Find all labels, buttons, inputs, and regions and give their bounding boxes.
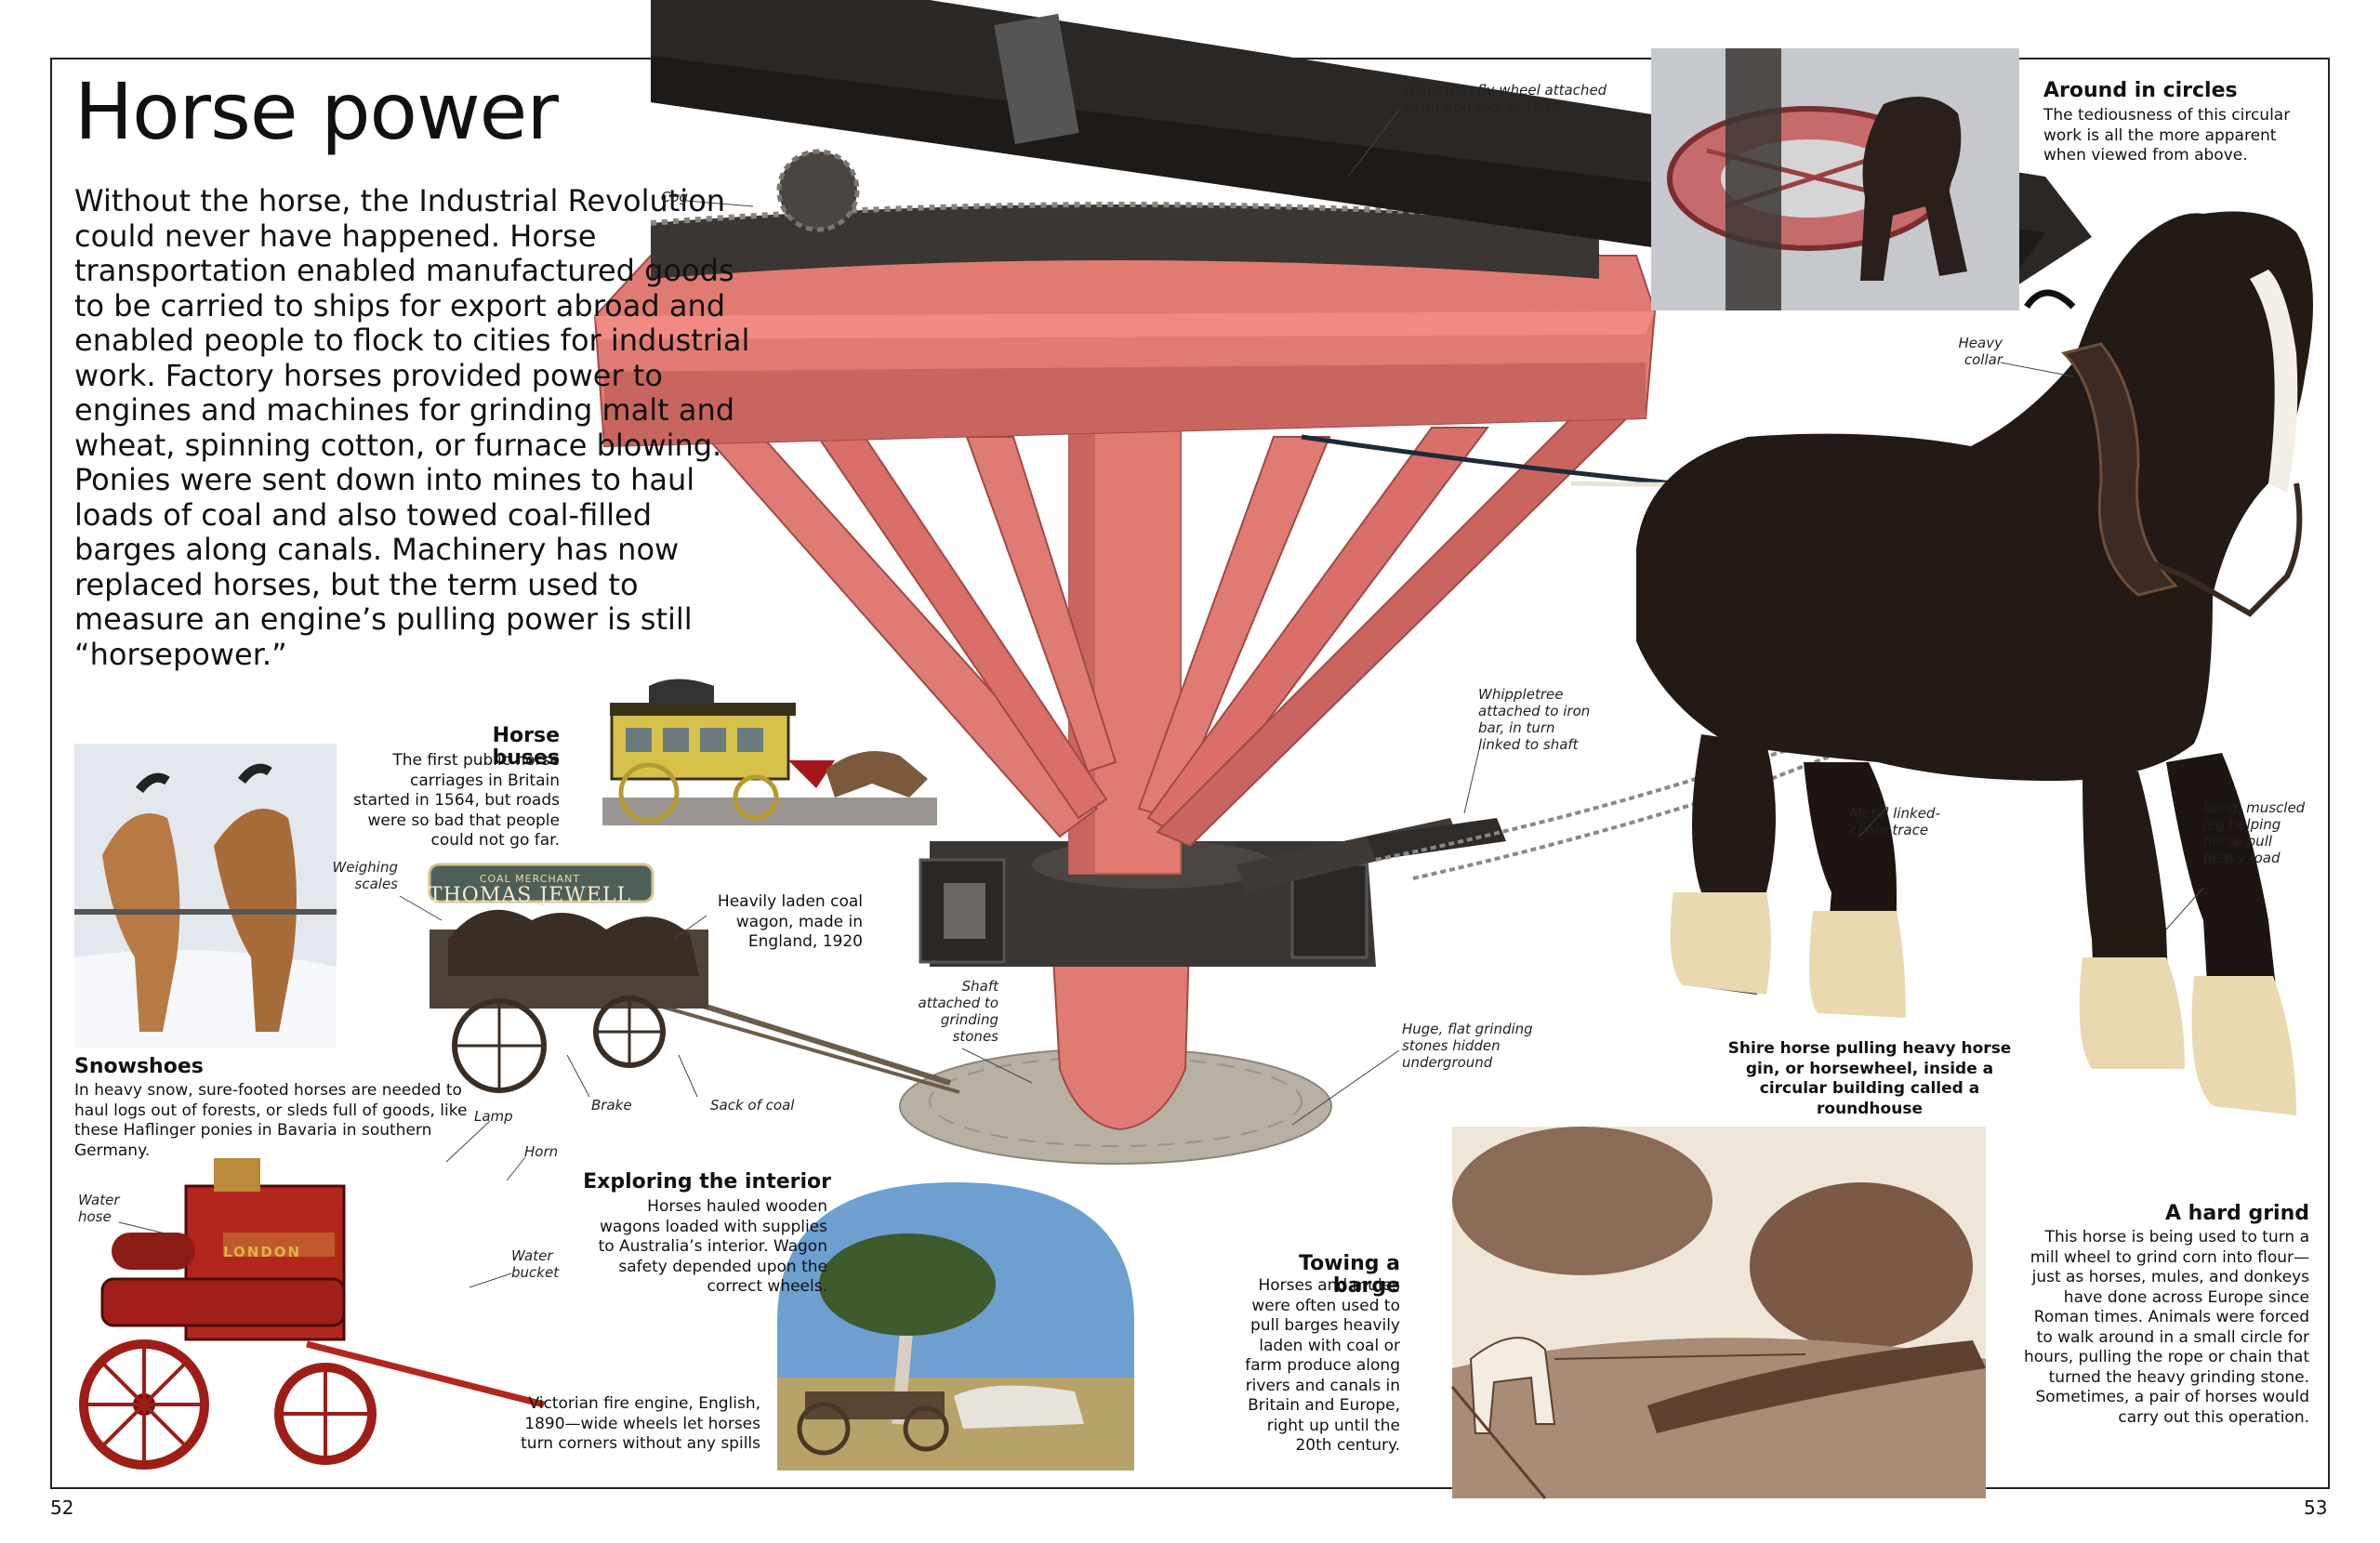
shire-caption: Shire horse pulling heavy horse gin, or … — [1727, 1039, 2012, 1118]
label-scales: Weighing scales — [332, 859, 398, 892]
interior-heading: Exploring the interior — [583, 1170, 831, 1194]
label-horn: Horn — [524, 1143, 559, 1160]
hard-grind-heading: A hard grind — [2165, 1202, 2309, 1225]
label-sack: Sack of coal — [710, 1097, 795, 1114]
wagon-sign: THOMAS JEWELL — [428, 884, 632, 907]
label-cog: Cog — [660, 189, 688, 205]
intro-paragraph: Without the horse, the Industrial Revolu… — [74, 183, 750, 672]
snowshoes-heading: Snowshoes — [74, 1055, 204, 1078]
fire-engine-caption: Victorian fire engine, English, 1890—wid… — [521, 1394, 760, 1453]
label-shaft: Shaft attached to grinding stones — [918, 978, 998, 1045]
hard-grind-text: This horse is being used to turn a mill … — [2023, 1228, 2309, 1427]
label-stones: Huge, flat grinding stones hidden underg… — [1402, 1021, 1533, 1071]
barge-engraving — [1450, 1127, 1986, 1499]
wagon-sign-top: COAL MERCHANT — [479, 873, 581, 885]
heavy-collar — [2061, 342, 2178, 597]
label-chain: Metal linked-chain trace — [1850, 805, 1940, 838]
horse-buses-text: The first public horse carriages in Brit… — [353, 751, 560, 850]
around-circles-photo — [1651, 48, 2019, 310]
fire-engine-sign: LONDON — [223, 1244, 302, 1260]
snowshoes-text: In heavy snow, sure-footed horses are ne… — [74, 1081, 468, 1160]
label-hose: Water hose — [78, 1192, 120, 1225]
cog-ring — [651, 204, 1599, 279]
barge-text: Horses and mules were often used to pull… — [1245, 1276, 1400, 1455]
barge-heading: Towing a barge — [1299, 1252, 1400, 1299]
circles-heading: Around in circles — [2043, 79, 2238, 102]
label-collar: Heavy collar — [1958, 335, 2003, 368]
label-whippletree: Whippletree attached to iron bar, in tur… — [1478, 686, 1591, 753]
label-brake: Brake — [591, 1097, 632, 1114]
page-number-right: 53 — [2304, 1497, 2328, 1519]
label-lamp: Lamp — [474, 1108, 513, 1125]
interior-photo — [777, 1182, 1134, 1470]
page-title: Horse power — [74, 66, 559, 157]
label-leg: Long, muscled leg helping horse pull hea… — [2203, 799, 2306, 866]
circles-text: The tediousness of this circular work is… — [2043, 106, 2291, 165]
interior-text: Horses hauled wooden wagons loaded with … — [598, 1197, 827, 1296]
coal-wagon-illustration — [428, 863, 960, 1094]
label-bucket: Water bucket — [511, 1247, 560, 1281]
label-flywheel: Giant iron fly-wheel attached to an iron… — [1404, 82, 1607, 115]
snowshoe-ponies-photo — [74, 744, 337, 1048]
horse-bus-illustration — [602, 679, 937, 825]
horse-buses-heading: Horse buses — [492, 724, 560, 771]
coal-wagon-caption: Heavily laden coal wagon, made in Englan… — [717, 892, 863, 951]
horse-body — [1636, 211, 2313, 781]
page-number-left: 52 — [50, 1497, 74, 1519]
fire-engine-illustration — [79, 1158, 545, 1470]
